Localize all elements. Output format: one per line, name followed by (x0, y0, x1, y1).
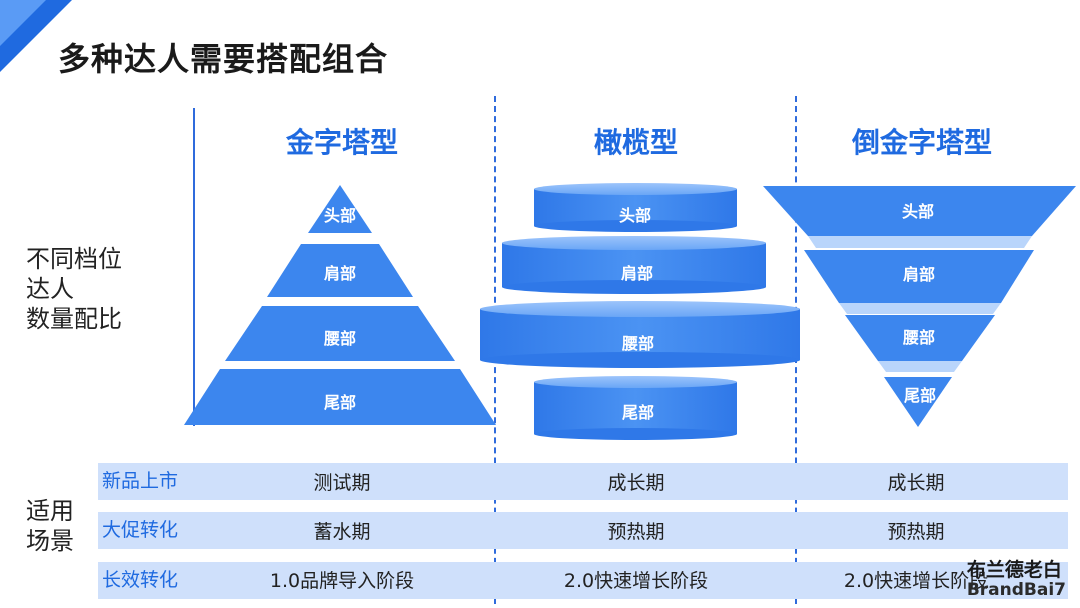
olive-segment-shoulder (502, 236, 766, 294)
watermark-text: BrandBai7 (966, 580, 1066, 600)
scenario-cell: 2.0快速增长阶段 (843, 570, 989, 592)
segment-label: 腰部 (622, 334, 654, 353)
column-title-olive: 橄榄型 (593, 126, 678, 159)
segment-label: 头部 (324, 206, 356, 225)
segment-label: 腰部 (903, 328, 935, 347)
segment-label: 尾部 (904, 386, 936, 405)
pyramid-segment-head (308, 185, 372, 233)
scenario-row (98, 463, 1068, 500)
watermark-logo: 布兰德老白 BrandBai7 (967, 560, 1066, 600)
scenario-cell: 1.0品牌导入阶段 (269, 570, 415, 592)
inverted-pyramid-chart: 头部 肩部 腰部 尾部 (763, 186, 1076, 427)
segment-label: 尾部 (324, 393, 356, 412)
segment-label: 肩部 (324, 264, 356, 283)
inverted-segment-head (763, 186, 1076, 236)
olive-segment-waist (480, 301, 800, 368)
scenario-cell: 成长期 (887, 472, 945, 494)
scenario-cell: 测试期 (313, 472, 371, 494)
scenario-cell: 成长期 (607, 472, 665, 494)
row-header-line: 场景 (26, 527, 74, 555)
olive-segment-tail (534, 376, 737, 440)
segment-label: 肩部 (621, 264, 653, 283)
scenario-label: 大促转化 (102, 519, 179, 541)
scenario-row (98, 562, 1068, 599)
scenario-row (98, 512, 1068, 549)
inverted-segment-tail (884, 377, 952, 427)
segment-label: 肩部 (903, 265, 935, 284)
inverted-segment-waist (845, 315, 995, 361)
pyramid-chart: 头部 肩部 腰部 尾部 (184, 185, 496, 425)
row-header-line: 达人 (26, 275, 74, 303)
pyramid-segment-tail (184, 369, 496, 425)
column-title-inverted-pyramid: 倒金字塔型 (851, 126, 992, 159)
column-title-pyramid: 金字塔型 (285, 126, 398, 159)
row-header-scenario: 适用 场景 (26, 496, 74, 556)
divider-solid (193, 108, 195, 426)
segment-label: 尾部 (622, 403, 654, 422)
segment-label: 腰部 (324, 329, 356, 348)
row-header-line: 数量配比 (26, 305, 122, 333)
scenario-label: 新品上市 (102, 470, 179, 492)
olive-segment-head (534, 183, 737, 232)
scenario-cell: 预热期 (887, 521, 945, 543)
inverted-segment-shoulder (804, 250, 1034, 303)
segment-label: 头部 (902, 202, 934, 221)
pyramid-segment-waist (225, 306, 455, 361)
segment-label: 头部 (619, 206, 651, 225)
scenario-cell: 预热期 (607, 521, 665, 543)
page-title: 多种达人需要搭配组合 (58, 40, 389, 78)
scenario-label: 长效转化 (102, 569, 179, 591)
row-header-line: 适用 (26, 497, 74, 525)
watermark-text: 布兰德老白 (966, 559, 1062, 581)
row-header-line: 不同档位 (26, 245, 122, 273)
corner-accent (0, 0, 72, 72)
row-header-distribution: 不同档位 达人 数量配比 (26, 244, 122, 334)
pyramid-segment-shoulder (267, 244, 413, 297)
olive-chart: 头部 肩部 腰部 尾部 (480, 183, 800, 440)
scenario-cell: 蓄水期 (313, 521, 371, 543)
scenario-cell: 2.0快速增长阶段 (563, 570, 709, 592)
